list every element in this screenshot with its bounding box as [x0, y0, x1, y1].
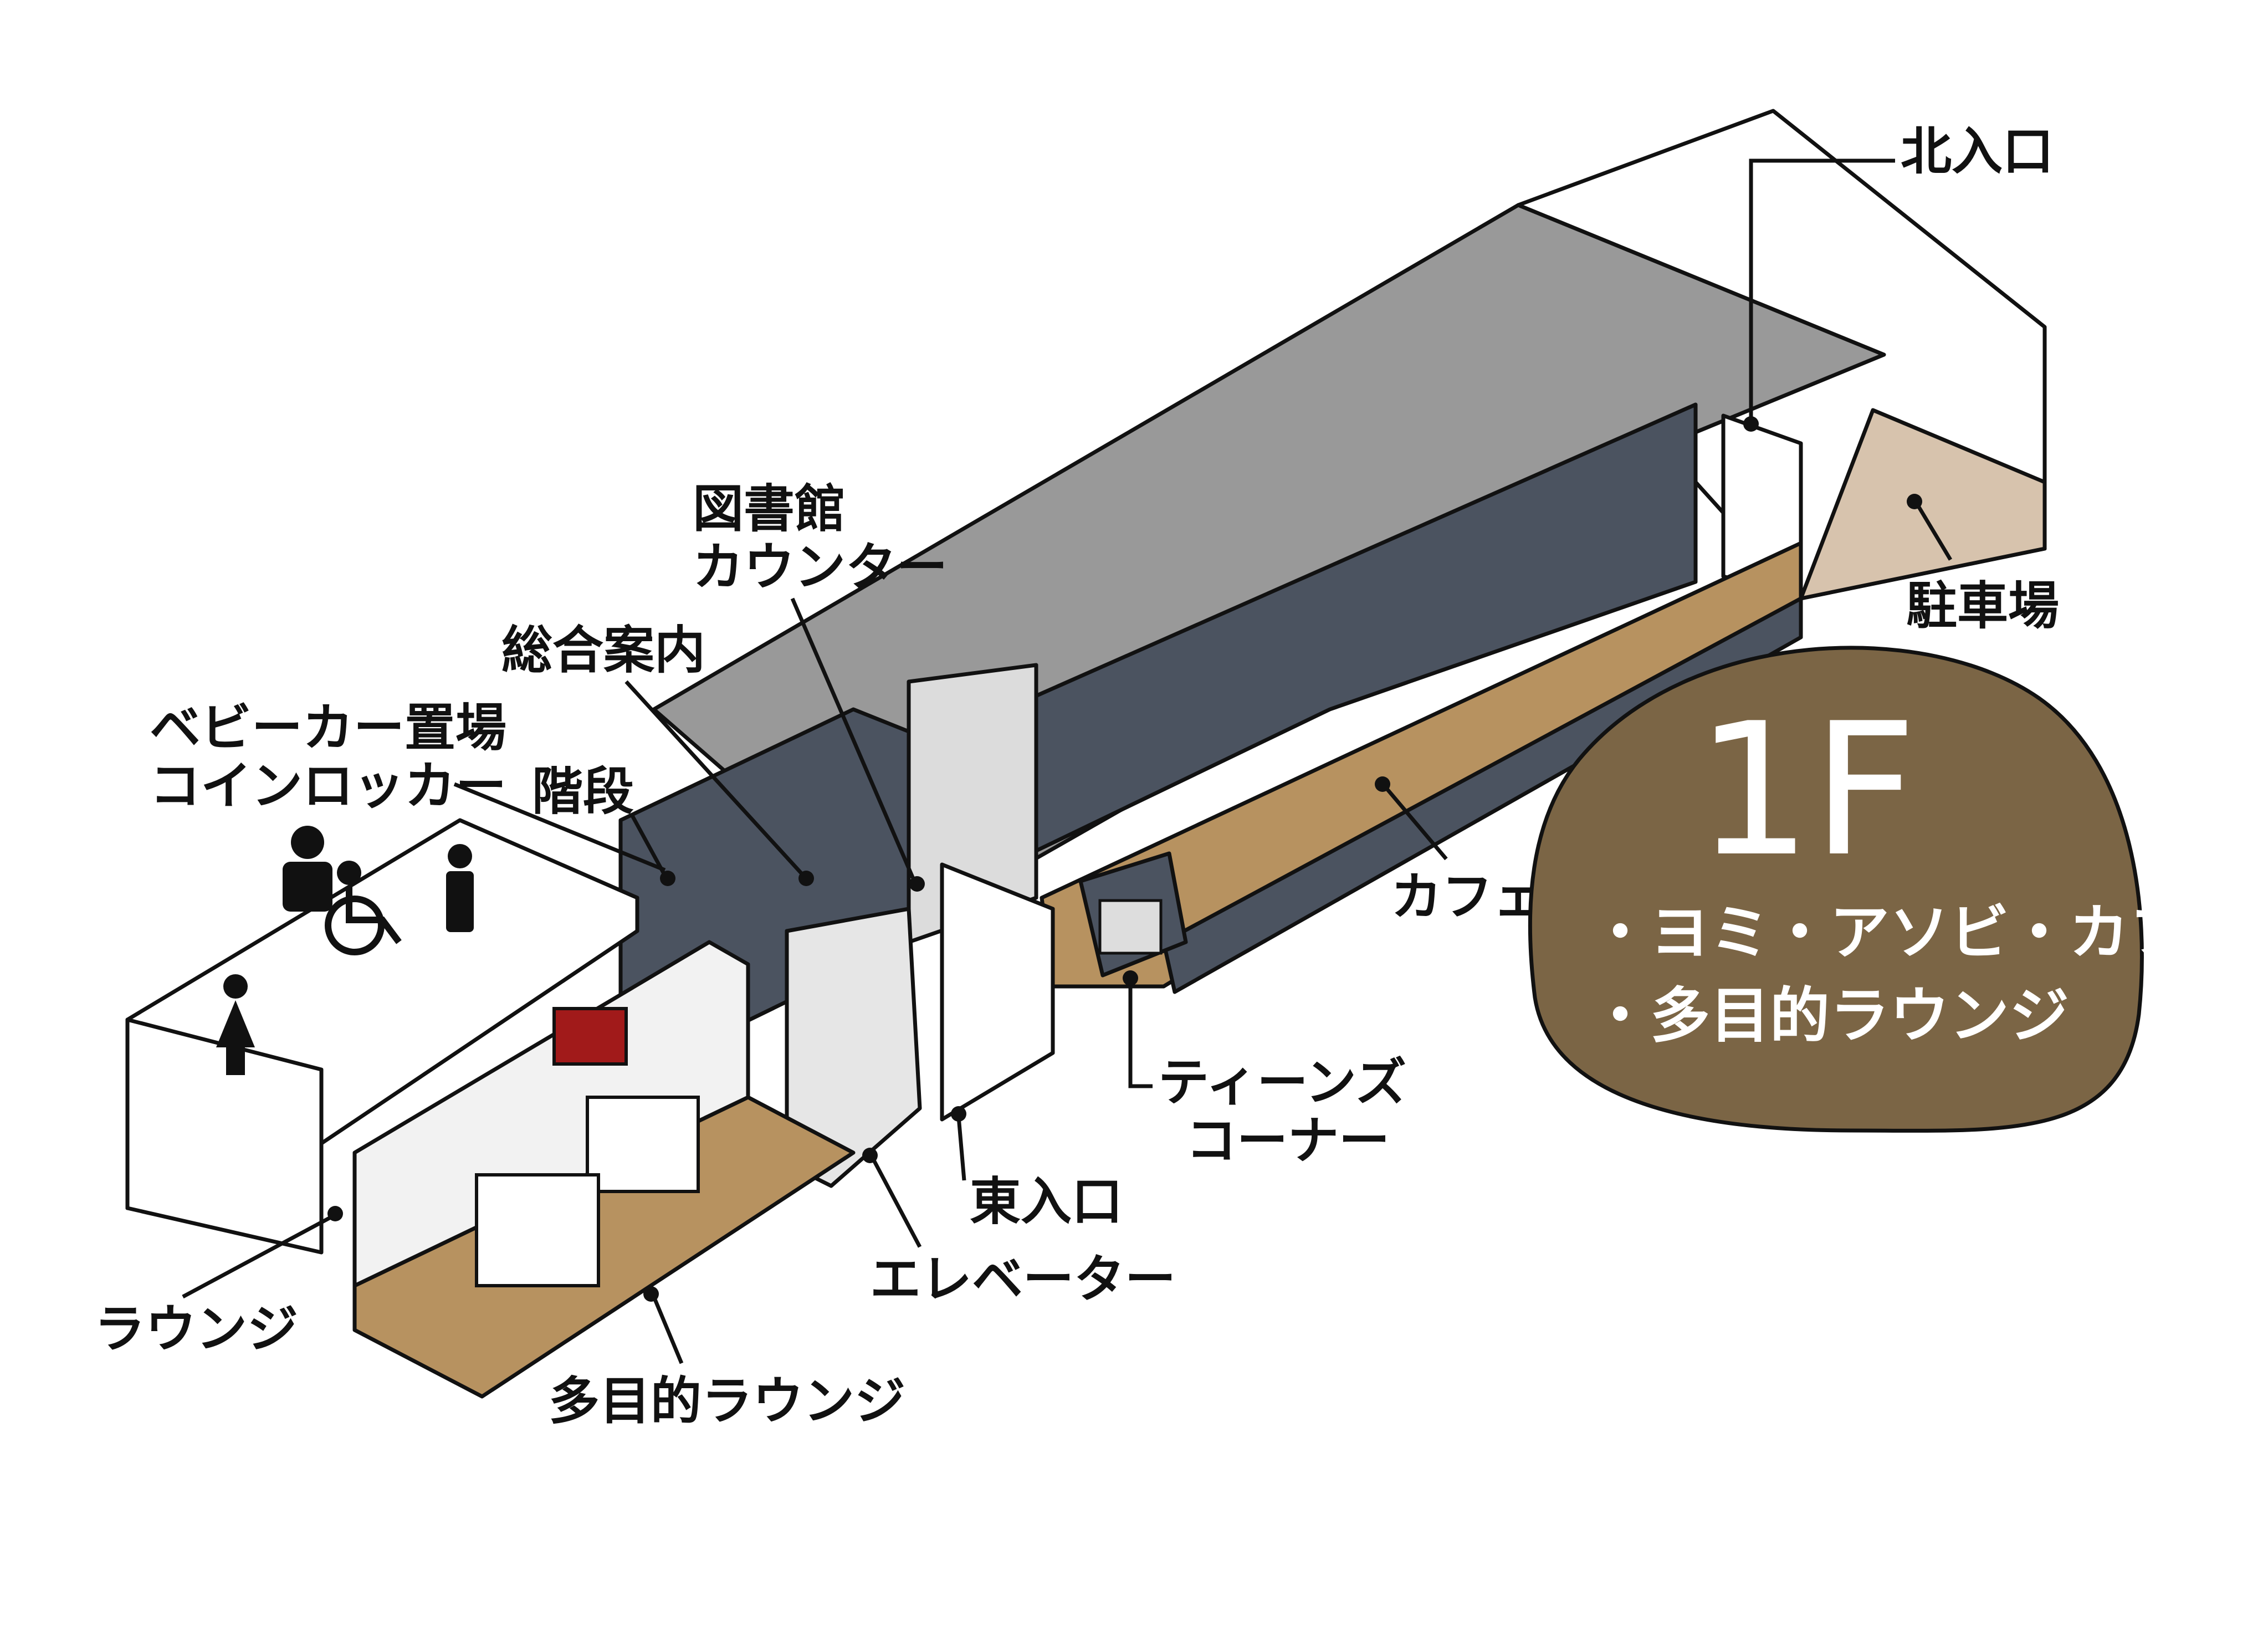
info-desk-label: 総合案内 [501, 621, 705, 680]
cafe-label: カフェ [1391, 867, 1544, 927]
restroom-icons [216, 826, 474, 1075]
label-elevator: エレベーター [862, 1148, 1176, 1309]
teens-label-2: コーナー [1186, 1111, 1390, 1170]
multipurpose-toilet-icon [283, 826, 332, 912]
label-multipurpose-lounge: 多目的ラウンジ [549, 1286, 905, 1431]
east-entrance-label: 東入口 [970, 1172, 1123, 1231]
parking-label: 駐車場 [1906, 576, 2059, 636]
display-board-1 [586, 1096, 700, 1193]
label-library-counter: 図書館 カウンター [693, 479, 948, 892]
wheelchair-icon [325, 861, 402, 955]
north-entrance-label: 北入口 [1901, 122, 2054, 181]
floor-badge-item-1: ・ヨミ・アソビ・カフェ [1590, 898, 2249, 968]
label-teens-corner: ティーンズ コーナー [1123, 970, 1406, 1170]
floor-badge: 1F ・ヨミ・アソビ・カフェ ・多目的ラウンジ [1528, 646, 2249, 1133]
label-east-entrance: 東入口 [951, 1106, 1123, 1231]
stroller-label-1: ベビーカー置場 [150, 698, 506, 758]
lounge-label: ラウンジ [94, 1300, 298, 1359]
parking-floor [1799, 408, 2047, 601]
label-stroller-locker: ベビーカー置場 コインロッカー [150, 698, 666, 872]
label-parking: 駐車場 [1906, 494, 2059, 636]
library-counter-label-2: カウンター [693, 538, 948, 597]
label-stairs: 階段 [532, 762, 675, 886]
female-icon [216, 974, 255, 1075]
male-icon [446, 844, 474, 932]
elevator-label: エレベーター [870, 1250, 1176, 1309]
teens-label-1: ティーンズ [1158, 1053, 1406, 1112]
label-cafe: カフェ [1375, 776, 1544, 927]
teens-corner-books [1098, 899, 1163, 955]
building-structure [125, 109, 2047, 1399]
red-bench [552, 1007, 628, 1066]
label-north-entrance: 北入口 [1743, 122, 2054, 432]
east-entrance-glass [940, 862, 1055, 1122]
floor-badge-shape [1528, 646, 2144, 1133]
library-counter-label-1: 図書館 [693, 479, 846, 539]
restroom-front [125, 1017, 324, 1255]
stairs-label: 階段 [532, 762, 634, 821]
label-lounge: ラウンジ [94, 1206, 343, 1359]
floor-badge-item-2: ・多目的ラウンジ [1590, 981, 2069, 1051]
floor-badge-title: 1F [1696, 684, 1917, 897]
multipurpose-lounge-label: 多目的ラウンジ [549, 1372, 905, 1431]
stroller-label-2: コインロッカー [150, 756, 506, 816]
label-info-desk: 総合案内 [501, 621, 814, 886]
multipurpose-back-wall [352, 940, 750, 1288]
display-board-2 [475, 1173, 600, 1287]
front-bench [1161, 596, 1803, 994]
